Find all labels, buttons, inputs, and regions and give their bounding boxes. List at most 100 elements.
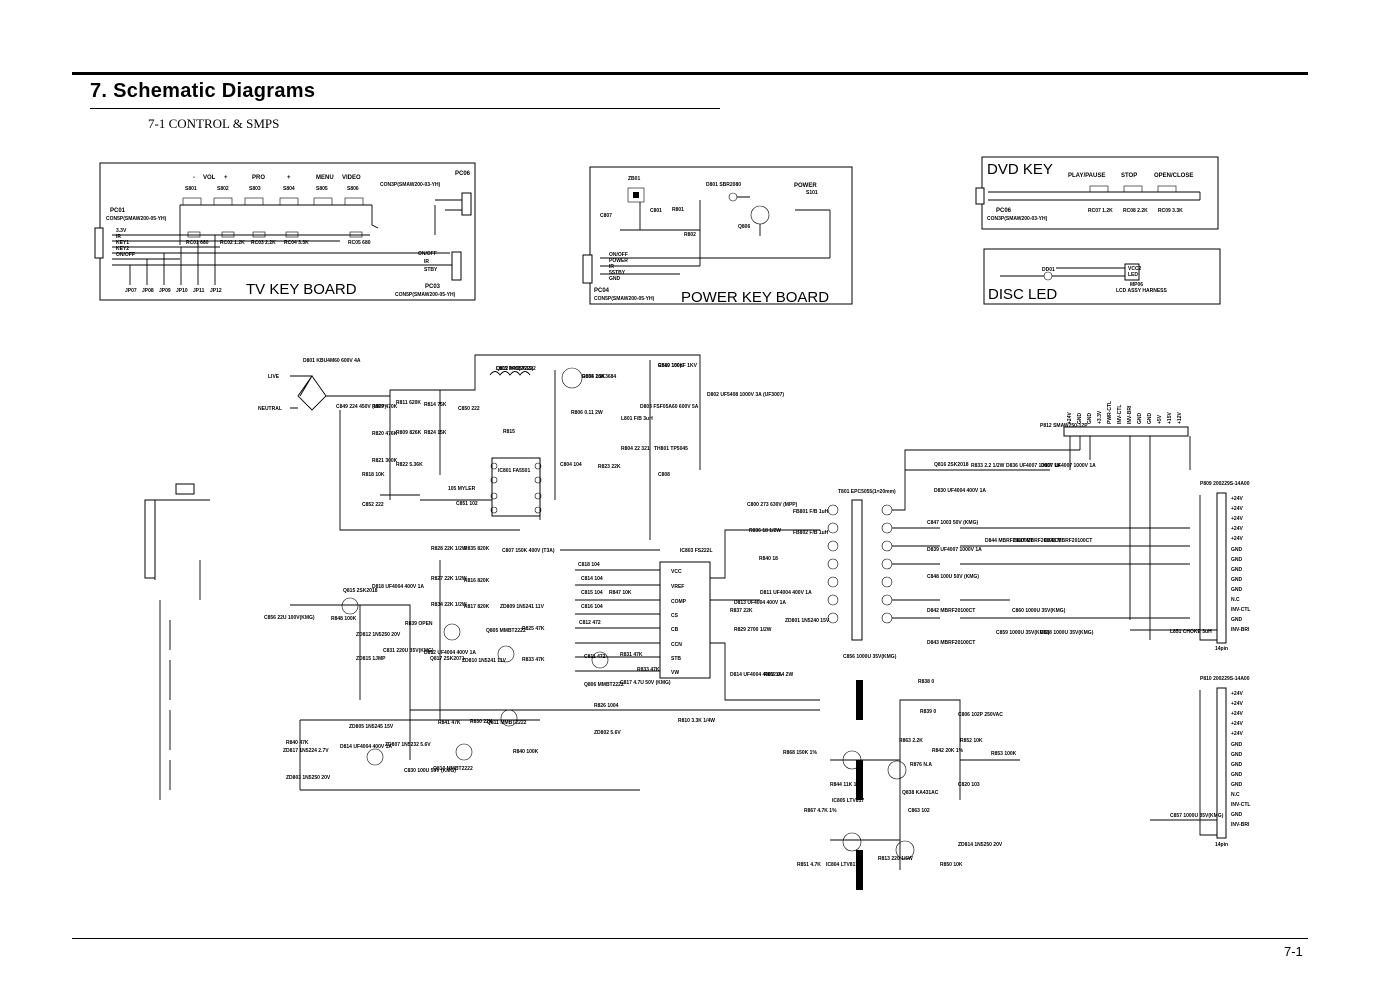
component-label: ZD802 5.6V	[594, 730, 621, 736]
pin-label: GND	[1231, 812, 1243, 818]
component-label: D836 UF4007 1000V 1A	[1006, 463, 1061, 469]
component-label: R818 10K	[362, 472, 385, 478]
pin-label: GND	[1231, 577, 1243, 583]
pin-label: ON/OFF	[609, 252, 628, 258]
pin-label: GND	[609, 276, 621, 282]
pin-count: 14pin	[1215, 842, 1228, 848]
component-label: L805 PFC(2619)	[496, 366, 534, 372]
section-subtitle: 7-1 CONTROL & SMPS	[148, 116, 280, 131]
switch-label: S804	[283, 186, 295, 192]
component-label: R840 18	[759, 556, 778, 562]
switch-label: S805	[316, 186, 328, 192]
component-label: R863 2.2K	[899, 738, 923, 744]
component-label: C820 103	[958, 782, 980, 788]
component-label: R844 11K 1%	[830, 782, 861, 788]
resistor-label: RC07 1.2K	[1088, 208, 1113, 214]
component-label: R832 0.4 2W	[764, 672, 793, 678]
ic-pin: CB	[671, 627, 679, 633]
part-label: C801	[650, 208, 662, 214]
connector-label: PC01	[110, 208, 126, 214]
inverter-pins-p810: +24V +24V +24V +24V +24V GND GND GND GND…	[1231, 691, 1250, 828]
pin-label: +3.3V	[1097, 410, 1103, 424]
component-label: R820 476K	[372, 431, 398, 437]
ic-label: IC803 FS222L	[680, 548, 713, 554]
component-label: R827 22K 1/2W	[431, 576, 467, 582]
pin-label: GND	[1077, 413, 1083, 425]
component-label: D811 UF4004 400V 1A	[760, 590, 812, 596]
pin-label: N.C	[1231, 597, 1240, 603]
component-label: C856 1000U 35V(KMG)	[843, 654, 897, 660]
connector-pc06	[461, 192, 472, 216]
pin-label: GND	[1231, 772, 1243, 778]
component-label: C806 102P 250VAC	[958, 712, 1003, 718]
pin-label: +24V	[1231, 516, 1243, 522]
pin-label: POWER	[609, 258, 628, 264]
connector-label: PC03	[425, 284, 441, 290]
component-label: C857 1000U 35V(KMG)	[1170, 813, 1224, 819]
component-label: R839 OPEN	[405, 621, 433, 627]
component-label: ZD803 1N5250 20V	[286, 775, 331, 781]
connector-label: P810 200229S-14A00	[1200, 676, 1250, 682]
switch-label: S801	[185, 186, 197, 192]
board-name: DISC LED	[988, 286, 1057, 303]
pin-label: IR	[424, 259, 429, 265]
pin-label: KEY1	[116, 240, 129, 246]
component-label: D847 MBRF20100CT	[1013, 538, 1061, 544]
key-label: -	[193, 175, 195, 181]
opto-ic805	[842, 750, 862, 770]
component-label: ZD805 1N5245 15V	[349, 724, 394, 730]
ic-pin: CS	[671, 613, 679, 619]
component-label: R849 150K	[658, 363, 684, 369]
jumper-label: JP11	[193, 288, 205, 294]
fuse-block	[175, 483, 195, 495]
component-label: R834 22K 1/2W	[431, 602, 467, 608]
component-label: C831 220U 35V(KMG)	[383, 648, 434, 654]
component-label: R847 10K	[609, 590, 632, 596]
resistor-label: RC02 1.2K	[220, 240, 245, 246]
component-label: C800 273 630V (MPP)	[747, 502, 798, 508]
component-label: D848 MBRF20100CT	[1044, 538, 1092, 544]
transformer-label: T801 EPC5055(1=20mm)	[838, 489, 896, 495]
pin-label: +24V	[1231, 701, 1243, 707]
connector-pc01	[94, 227, 104, 259]
output-pin-labels: +24V GND GND +3.3V PWR-CTL INV-CTL INV-B…	[1067, 401, 1183, 424]
part-label: POWER	[794, 183, 817, 189]
pin-label: KEY2	[116, 246, 129, 252]
component-label: Q811 MMBT2222	[487, 720, 527, 726]
component-label: Q805 MMBT2222	[486, 628, 526, 634]
component-label: C817 4.7U 50V (KMG)	[620, 680, 671, 686]
component-label: R840 47K	[286, 740, 309, 746]
component-label: D830 UF4004 400V 1A	[934, 488, 986, 494]
inverter-connector-p809	[1216, 492, 1227, 644]
power-key-board-frame	[589, 166, 853, 305]
ic-label: Q838 KA431AC	[902, 790, 939, 796]
inverter-pins-p809: +24V +24V +24V +24V +24V GND GND GND GND…	[1231, 496, 1250, 633]
component-label: C848 100U 50V (KMG)	[927, 574, 979, 580]
header-rule	[72, 72, 1308, 75]
component-label: Q816 2SK2018	[934, 462, 969, 468]
pin-label: 5STBY	[609, 270, 626, 276]
key-label: MENU	[316, 175, 334, 181]
component-label: 105 MYLER	[448, 486, 476, 492]
component-label: C812 472	[579, 620, 601, 626]
component-label: R821 300K	[372, 458, 398, 464]
key-label: +	[224, 175, 228, 181]
mosfet-q815	[341, 597, 359, 615]
resistor-label: RC04 3.3K	[284, 240, 309, 246]
component-label: R876 N.A	[910, 762, 932, 768]
pin-label: +24V	[1231, 536, 1243, 542]
component-label: R817 820K	[464, 604, 490, 610]
connector-type: CON5P(SMAW200-05-YH)	[395, 292, 456, 298]
pin-label: +24V	[1067, 412, 1073, 424]
component-label: C859 1000U 35V(KMG)	[996, 630, 1050, 636]
component-label: D844 MBRF20100CT	[985, 538, 1033, 544]
pin-label: +24V	[1231, 506, 1243, 512]
input-label: LIVE	[268, 374, 280, 380]
dvd-key-frame	[981, 156, 1219, 230]
pin-label: INV-BRI	[1231, 627, 1250, 633]
page-number: 7-1	[1284, 944, 1303, 959]
board-name: POWER KEY BOARD	[681, 289, 829, 306]
pin-label: GND	[1231, 547, 1243, 553]
component-label: R835 820K	[464, 546, 490, 552]
connector-pc03	[451, 251, 462, 281]
